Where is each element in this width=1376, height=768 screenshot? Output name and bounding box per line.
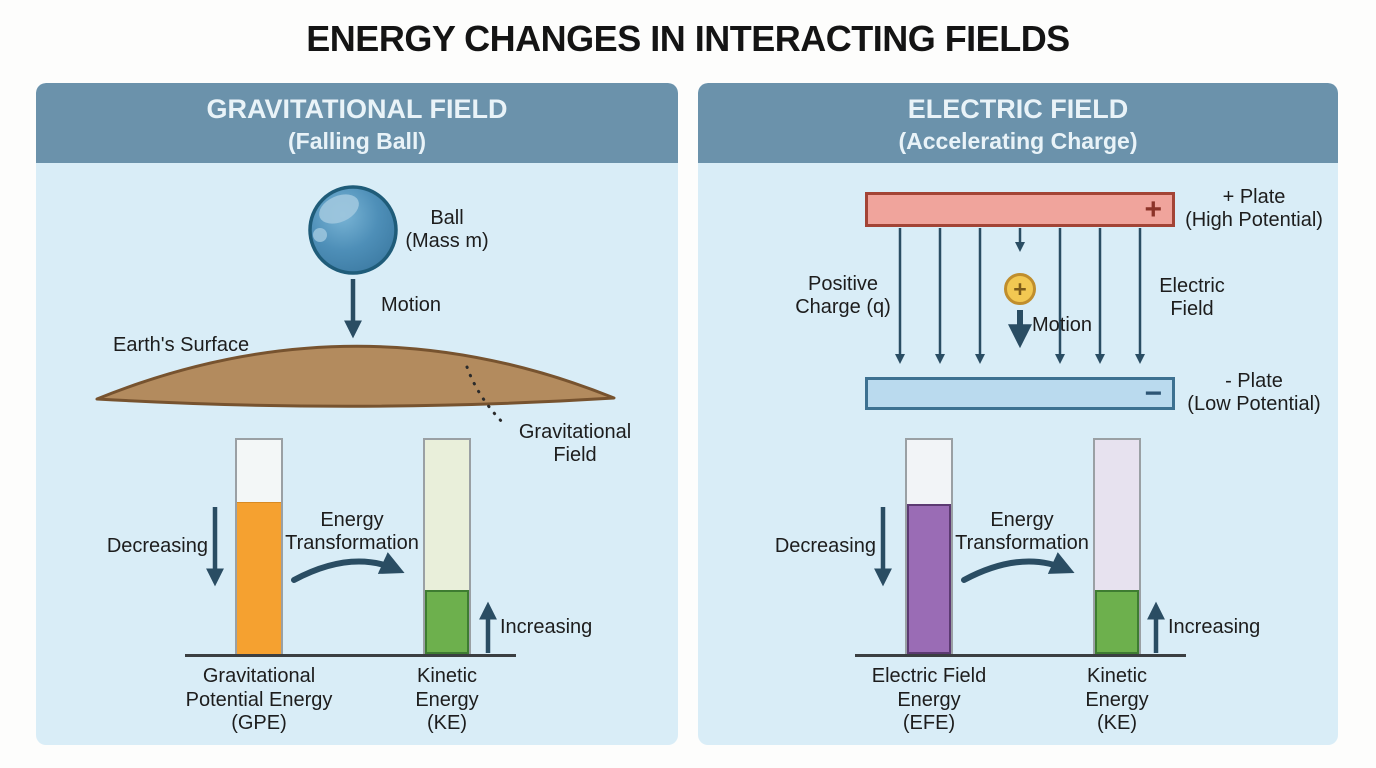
gpe-axis-label: Gravitational Potential Energy (GPE) (159, 665, 359, 736)
gravitational-header-title: GRAVITATIONAL FIELD (206, 94, 508, 124)
plus-plate-label: + Plate (High Potential) (1166, 186, 1338, 232)
efe-axis-label-line1: Electric Field (871, 665, 987, 687)
energy-transformation-arrow-right (961, 552, 1075, 583)
ke-axis-label-left: Kinetic Energy (KE) (367, 665, 527, 736)
plus-plate-label-line1: + Plate (1222, 186, 1286, 208)
gpe-axis-label-line2: Potential Energy (185, 688, 333, 711)
gpe-axis-label-line1: Gravitational (202, 665, 316, 687)
positive-charge-label-line1: Positive (807, 273, 879, 295)
minus-plate-label-line2: (Low Potential) (1187, 393, 1321, 415)
earth-surface-label: Earth's Surface (113, 334, 250, 356)
efe-axis-label-line3: (EFE) (902, 712, 956, 734)
ball-label-line1: Ball (430, 207, 464, 229)
gravitational-field-dashed-line (465, 365, 508, 428)
gravitational-field-panel: GRAVITATIONAL FIELD (Falling Ball) Ball … (36, 83, 678, 745)
energy-transformation-line1: Energy (320, 509, 384, 531)
charge-plus-sign: + (1013, 275, 1027, 302)
gravitational-header-subtitle: (Falling Ball) (288, 128, 426, 154)
efe-bar-fill (907, 504, 951, 654)
energy-transformation-right-line2: Transformation (955, 532, 1089, 554)
motion-label: Motion (381, 294, 442, 316)
energy-transformation-label-left: Energy Transformation (262, 509, 442, 555)
gpe-bar-fill (237, 502, 281, 654)
electric-field-panel: ELECTRIC FIELD (Accelerating Charge) + −… (698, 83, 1338, 745)
electric-field-label-line2: Field (1170, 298, 1214, 320)
ke-axis-label-right-line2: Energy (1085, 688, 1149, 711)
motion-label-right: Motion (1032, 314, 1093, 336)
gravitational-diagram-graphics (95, 185, 616, 653)
gravitational-field-label: Gravitational Field (485, 421, 665, 467)
energy-baseline-right (855, 654, 1186, 657)
ke-axis-label-line2: Energy (415, 688, 479, 711)
ke-axis-label-right: Kinetic Energy (KE) (1037, 665, 1197, 736)
electric-header-title: ELECTRIC FIELD (907, 94, 1129, 124)
ball-label-line2: (Mass m) (405, 230, 489, 252)
decreasing-label-right: Decreasing (774, 535, 876, 557)
minus-plate-label: - Plate (Low Potential) (1166, 370, 1338, 416)
decreasing-label-left: Decreasing (106, 535, 208, 557)
page-title: ENERGY CHANGES IN INTERACTING FIELDS (306, 18, 1070, 59)
gravitational-field-label-line2: Field (553, 444, 597, 466)
energy-baseline-left (185, 654, 516, 657)
gpe-axis-label-line3: (GPE) (231, 712, 287, 734)
increasing-label-left: Increasing (500, 616, 593, 638)
energy-transformation-line2: Transformation (285, 532, 419, 554)
plus-plate-label-line2: (High Potential) (1185, 209, 1323, 231)
positive-charge-label-line2: Charge (q) (795, 296, 891, 318)
energy-transformation-right-line1: Energy (990, 509, 1054, 531)
ke-axis-label-right-line1: Kinetic (1086, 665, 1148, 687)
plus-sign: + (1144, 192, 1162, 226)
ball-highlight-dot (313, 228, 327, 242)
gravitational-panel-header: GRAVITATIONAL FIELD (Falling Ball) (36, 83, 678, 163)
positive-charge-label: Positive Charge (q) (758, 273, 928, 319)
energy-transformation-label-right: Energy Transformation (932, 509, 1112, 555)
ball-shape (308, 185, 398, 275)
efe-bar-container (905, 438, 953, 656)
gravitational-field-label-line1: Gravitational (518, 421, 632, 443)
minus-sign: − (1144, 376, 1162, 410)
ball-highlight (319, 194, 359, 224)
minus-plate-label-line1: - Plate (1225, 370, 1283, 392)
positive-plate: + (865, 192, 1175, 227)
ke-bar-container-right (1093, 438, 1141, 656)
ke-bar-fill-right (1095, 589, 1139, 654)
ke-bar-fill-left (425, 589, 469, 654)
gpe-bar-container (235, 438, 283, 656)
increasing-label-right: Increasing (1168, 616, 1261, 638)
efe-axis-label: Electric Field Energy (EFE) (834, 665, 1024, 736)
electric-header-subtitle: (Accelerating Charge) (898, 128, 1138, 154)
positive-charge-icon: + (1004, 273, 1036, 305)
negative-plate: − (865, 377, 1175, 410)
electric-field-label-line1: Electric (1159, 275, 1225, 297)
electric-field-label: Electric Field (1122, 275, 1262, 321)
ke-axis-label-line1: Kinetic (416, 665, 478, 687)
efe-axis-label-line2: Energy (897, 688, 961, 711)
electric-panel-header: ELECTRIC FIELD (Accelerating Charge) (698, 83, 1338, 163)
ke-bar-container-left (423, 438, 471, 656)
energy-transformation-arrow (291, 552, 405, 583)
ke-axis-label-line3: (KE) (427, 712, 467, 734)
ball-label: Ball (Mass m) (387, 207, 507, 253)
ke-axis-label-right-line3: (KE) (1097, 712, 1137, 734)
